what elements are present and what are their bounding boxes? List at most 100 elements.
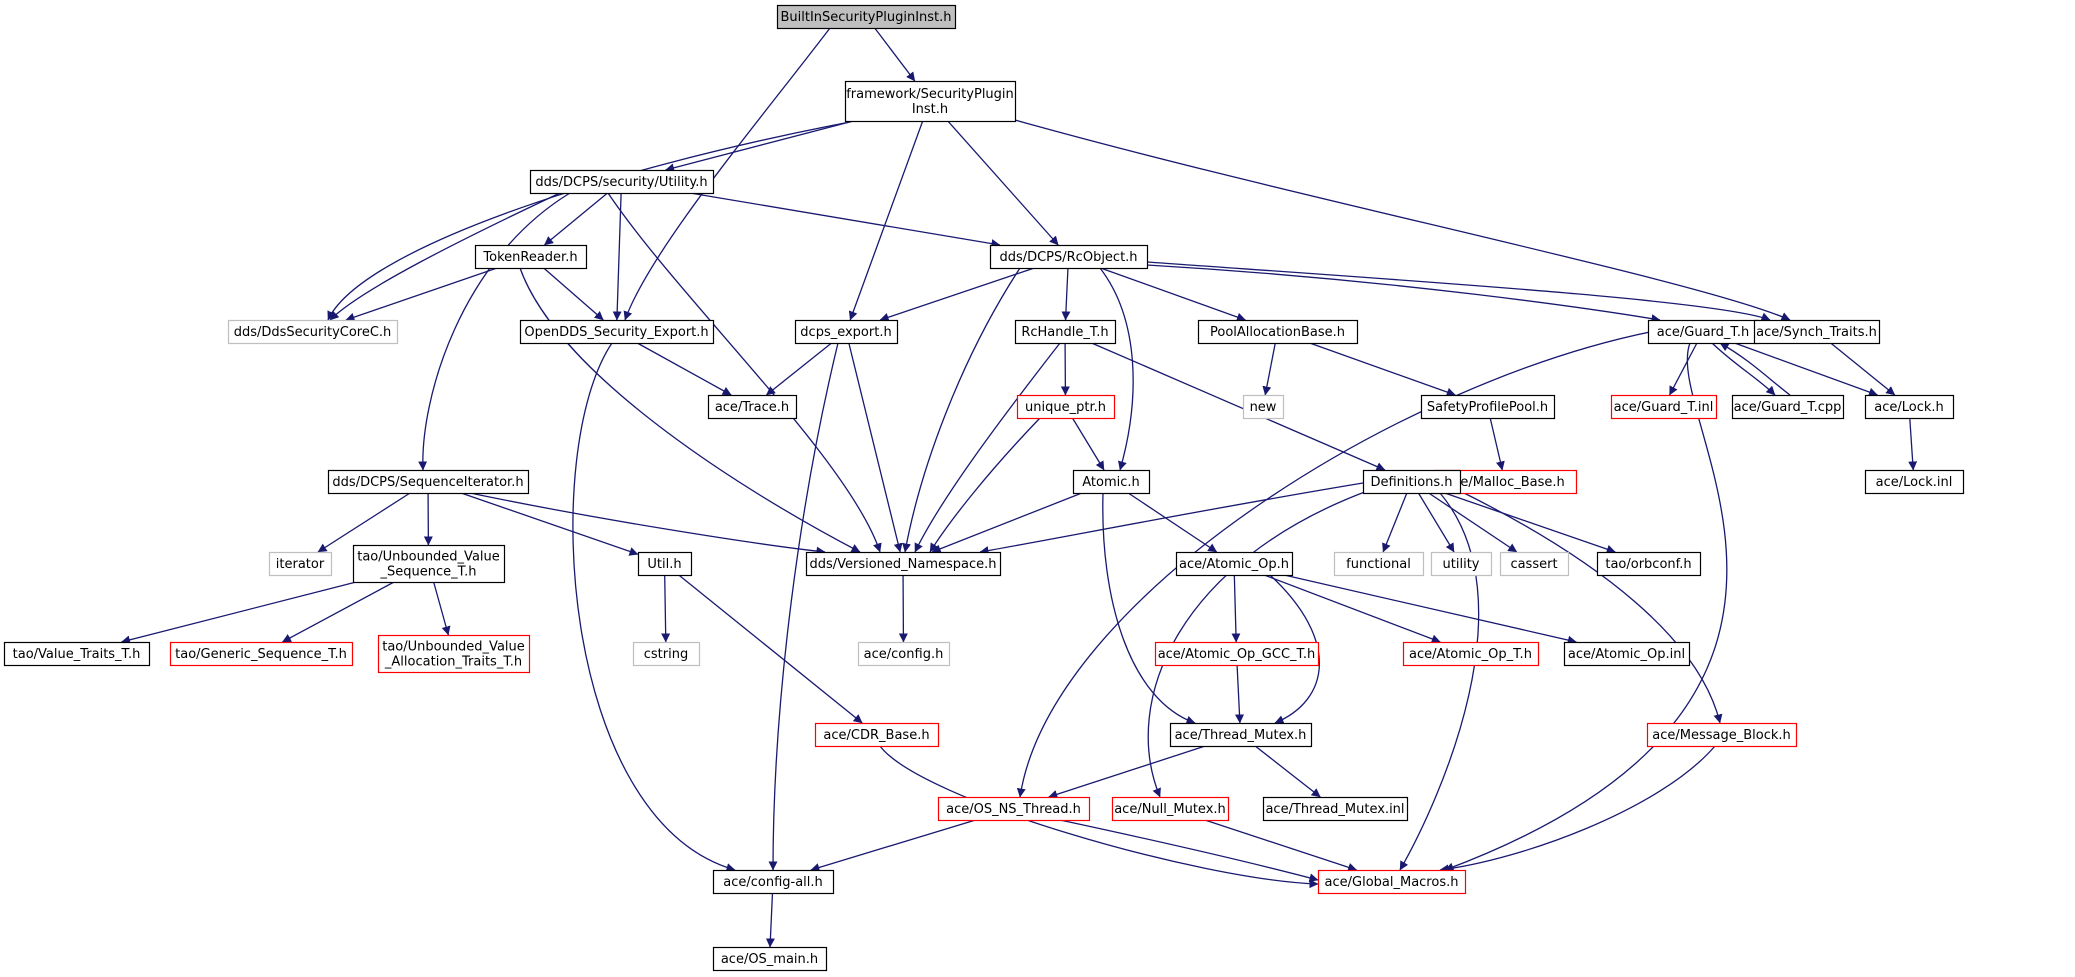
node-utilh[interactable]: Util.h bbox=[637, 551, 693, 577]
node-box bbox=[1197, 319, 1359, 345]
node-orbconf[interactable]: tao/orbconf.h bbox=[1596, 551, 1702, 577]
node-linl[interactable]: ace/Lock.inl bbox=[1864, 469, 1965, 495]
node-tminl[interactable]: ace/Thread_Mutex.inl bbox=[1262, 796, 1409, 822]
edge-defs-to-cassert bbox=[1428, 492, 1518, 553]
node-box bbox=[857, 641, 951, 667]
edge-nm-to-gm bbox=[1204, 819, 1358, 872]
node-aoinl[interactable]: ace/Atomic_Op.inl bbox=[1563, 641, 1691, 667]
edge-rco-to-atomic bbox=[1099, 267, 1134, 471]
node-nm[interactable]: ace/Null_Mutex.h bbox=[1111, 796, 1230, 822]
node-ginl[interactable]: ace/Guard_T.inl bbox=[1610, 394, 1718, 420]
node-box bbox=[794, 319, 899, 345]
node-root[interactable]: BuiltInSecurityPluginInst.h bbox=[776, 4, 957, 30]
node-box bbox=[1262, 796, 1409, 822]
node-aop[interactable]: ace/Atomic_Op.h bbox=[1175, 551, 1294, 577]
node-tuva[interactable]: tao/Unbounded_Value_Allocation_Traits_T.… bbox=[377, 634, 531, 674]
node-label: ace/Global_Macros.h bbox=[1325, 875, 1459, 890]
node-box bbox=[844, 80, 1017, 123]
node-msgb[interactable]: ace/Message_Block.h bbox=[1646, 722, 1798, 748]
edge-defs-to-vns bbox=[979, 482, 1364, 555]
node-seqit[interactable]: dds/DCPS/SequenceIterator.h bbox=[327, 469, 530, 495]
edge-util-to-rco bbox=[689, 192, 1001, 249]
edge-utilh-to-cdr bbox=[678, 574, 863, 724]
edge-tuvs-to-tgs bbox=[282, 581, 395, 643]
edge-fsp-to-util bbox=[665, 120, 854, 173]
edge-root-to-fsp bbox=[874, 27, 916, 82]
node-cdr[interactable]: ace/CDR_Base.h bbox=[814, 722, 940, 748]
node-box bbox=[937, 796, 1091, 822]
node-spp[interactable]: SafetyProfilePool.h bbox=[1420, 394, 1556, 420]
node-gcpp[interactable]: ace/Guard_T.cpp bbox=[1731, 394, 1845, 420]
edge-tm-to-osns bbox=[1048, 745, 1206, 799]
node-label: ace/config-all.h bbox=[723, 875, 823, 890]
node-tm[interactable]: ace/Thread_Mutex.h bbox=[1169, 722, 1313, 748]
edge-guard-to-gcpp bbox=[1711, 342, 1776, 396]
node-box bbox=[1646, 722, 1798, 748]
node-util[interactable]: dds/DCPS/security/Utility.h bbox=[529, 169, 715, 195]
node-atomic[interactable]: Atomic.h bbox=[1072, 469, 1151, 495]
node-box bbox=[1014, 319, 1117, 345]
node-label: ace/Trace.h bbox=[715, 400, 789, 415]
edge-defs-to-gm bbox=[1399, 492, 1480, 871]
node-label: ace/Guard_T.cpp bbox=[1734, 400, 1842, 415]
node-osns[interactable]: ace/OS_NS_Thread.h bbox=[937, 796, 1091, 822]
node-label: SafetyProfilePool.h bbox=[1427, 400, 1548, 415]
node-box bbox=[989, 244, 1149, 270]
node-synch[interactable]: ace/Synch_Traits.h bbox=[1753, 319, 1881, 345]
node-box bbox=[1317, 869, 1467, 895]
node-label: _Allocation_Traits_T.h bbox=[384, 655, 522, 670]
node-label: ace/OS_NS_Thread.h bbox=[946, 802, 1081, 817]
node-trace[interactable]: ace/Trace.h bbox=[707, 394, 798, 420]
edge-cdr-to-gm bbox=[879, 745, 1319, 889]
node-label: ace/OS_main.h bbox=[721, 952, 818, 967]
node-label: BuiltInSecurityPluginInst.h bbox=[780, 10, 951, 25]
node-box bbox=[1499, 551, 1570, 577]
node-label: dcps_export.h bbox=[800, 325, 891, 340]
node-box bbox=[1362, 469, 1462, 495]
edge-tok-to-ose bbox=[543, 267, 604, 321]
node-label: ace/Thread_Mutex.inl bbox=[1265, 802, 1404, 817]
edge-atomic-to-vns bbox=[931, 492, 1083, 554]
edge-uptr-to-atomic bbox=[1071, 417, 1105, 471]
node-box bbox=[519, 319, 715, 345]
node-guard[interactable]: ace/Guard_T.h bbox=[1647, 319, 1760, 345]
node-ose[interactable]: OpenDDS_Security_Export.h bbox=[519, 319, 715, 345]
node-fsp[interactable]: framework/SecurityPluginInst.h bbox=[844, 80, 1017, 123]
node-box bbox=[1111, 796, 1230, 822]
node-cstr: cstring bbox=[632, 641, 701, 667]
node-tok[interactable]: TokenReader.h bbox=[474, 244, 588, 270]
node-box bbox=[1430, 551, 1493, 577]
edge-pab-to-new bbox=[1262, 342, 1276, 396]
node-defs[interactable]: Definitions.h bbox=[1362, 469, 1462, 495]
node-dex[interactable]: dcps_export.h bbox=[794, 319, 899, 345]
node-label: ace/Synch_Traits.h bbox=[1756, 325, 1877, 340]
node-rch[interactable]: RcHandle_T.h bbox=[1014, 319, 1117, 345]
node-gm[interactable]: ace/Global_Macros.h bbox=[1317, 869, 1467, 895]
node-rco[interactable]: dds/DCPS/RcObject.h bbox=[989, 244, 1149, 270]
node-label: new bbox=[1250, 400, 1277, 415]
edge-util-to-dsc bbox=[329, 192, 561, 321]
node-box bbox=[712, 869, 835, 895]
node-pab[interactable]: PoolAllocationBase.h bbox=[1197, 319, 1359, 345]
node-uptr[interactable]: unique_ptr.h bbox=[1016, 394, 1116, 420]
node-label: ace/Lock.h bbox=[1874, 400, 1944, 415]
node-aogcc[interactable]: ace/Atomic_Op_GCC_T.h bbox=[1154, 641, 1320, 667]
edge-fsp-to-synch bbox=[1014, 119, 1791, 321]
node-box bbox=[474, 244, 588, 270]
edge-aogcc-to-tm bbox=[1235, 664, 1245, 724]
node-label: dds/DCPS/security/Utility.h bbox=[535, 175, 707, 190]
node-tvt[interactable]: tao/Value_Traits_T.h bbox=[3, 641, 151, 667]
node-tgs[interactable]: tao/Generic_Sequence_T.h bbox=[169, 641, 354, 667]
node-box bbox=[327, 469, 530, 495]
node-lock[interactable]: ace/Lock.h bbox=[1864, 394, 1955, 420]
node-cfgall[interactable]: ace/config-all.h bbox=[712, 869, 835, 895]
edge-guard-to-gm bbox=[1444, 342, 1728, 872]
node-label: cstring bbox=[644, 647, 688, 662]
node-osmain[interactable]: ace/OS_main.h bbox=[712, 946, 828, 972]
node-tuvs[interactable]: tao/Unbounded_Value_Sequence_T.h bbox=[352, 544, 506, 584]
node-vns[interactable]: dds/Versioned_Namespace.h bbox=[805, 551, 1002, 577]
edge-tok-to-dsc bbox=[345, 267, 498, 322]
edge-lock-to-linl bbox=[1908, 417, 1918, 471]
node-aot[interactable]: ace/Atomic_Op_T.h bbox=[1402, 641, 1540, 667]
edge-defs-to-nm bbox=[1147, 489, 1371, 798]
